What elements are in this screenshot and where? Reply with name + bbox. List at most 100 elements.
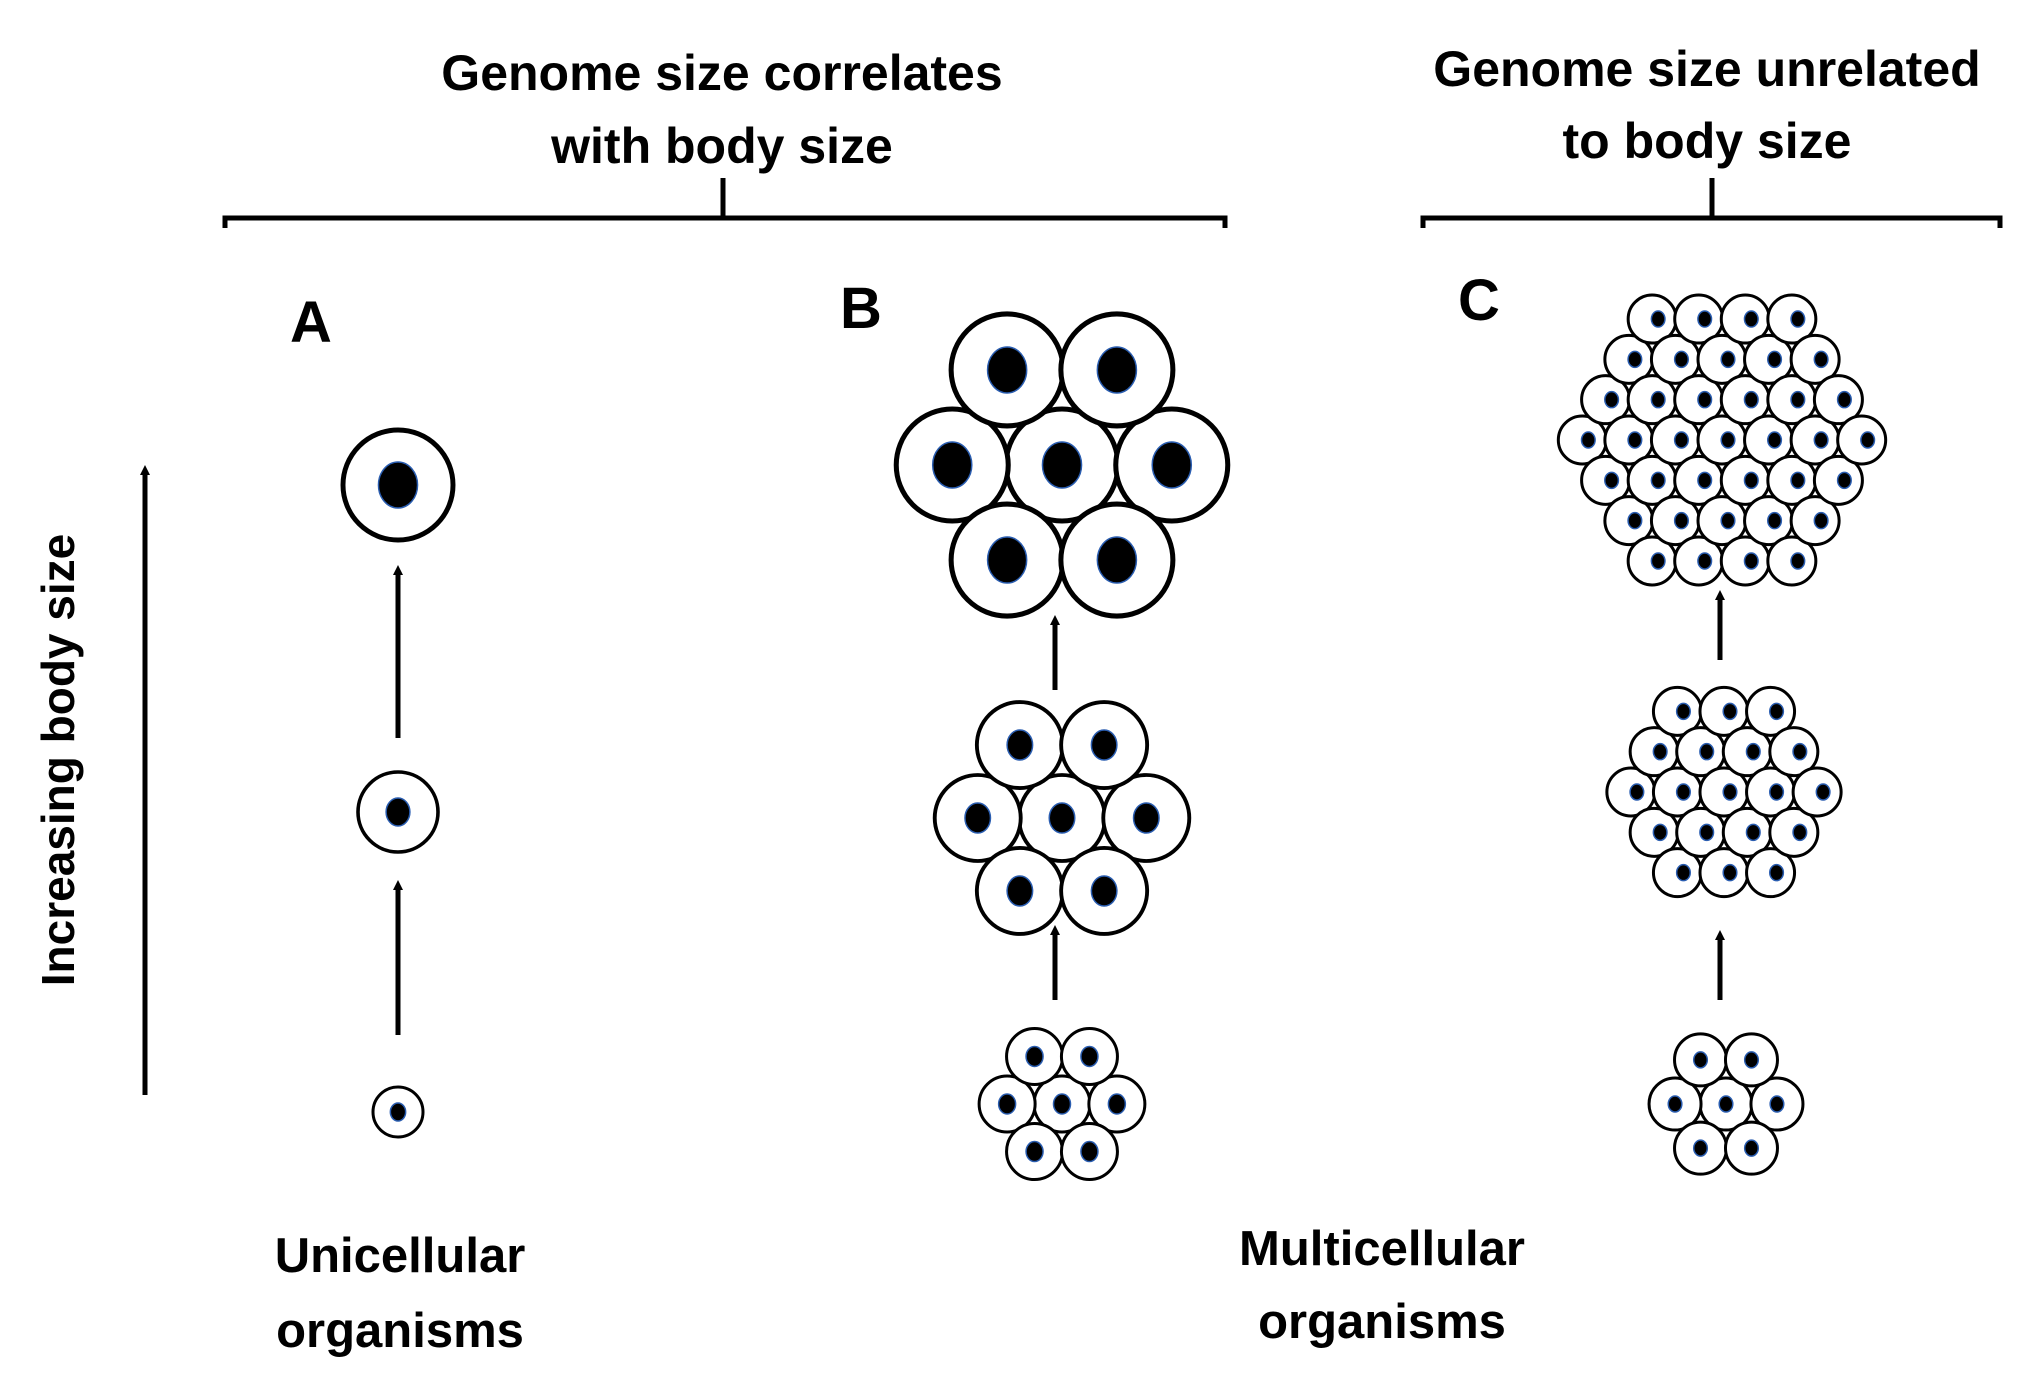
cell-nucleus bbox=[1080, 1140, 1099, 1163]
header-unrelated-line2: to body size bbox=[1563, 113, 1852, 169]
cluster-c-large-cell bbox=[1789, 333, 1841, 385]
cluster-b-medium-cell bbox=[974, 846, 1065, 936]
cell-nucleus bbox=[1041, 441, 1083, 489]
cell-nucleus bbox=[1096, 536, 1138, 584]
axis-label: Increasing body size bbox=[32, 534, 84, 986]
cluster-c-large-cell bbox=[1812, 374, 1864, 426]
cluster-b-small-cell bbox=[1005, 1026, 1065, 1086]
cell-nucleus bbox=[1745, 742, 1761, 761]
cluster-c-medium-cell bbox=[1745, 685, 1797, 737]
header-correlates-line1: Genome size correlates bbox=[441, 45, 1002, 101]
panel-a-cells bbox=[340, 427, 456, 1139]
cell-nucleus bbox=[1697, 471, 1713, 490]
cell-nucleus bbox=[997, 1093, 1017, 1115]
cluster-c-large-cell bbox=[1626, 454, 1678, 506]
cell-nucleus bbox=[1604, 390, 1620, 409]
cluster-c-large-cell bbox=[1649, 495, 1701, 547]
cluster-b-large-cell bbox=[1113, 406, 1231, 524]
cell-nucleus bbox=[1860, 431, 1876, 449]
cell-nucleus bbox=[1790, 390, 1806, 409]
header-unrelated-line1: Genome size unrelated bbox=[1433, 41, 1980, 97]
cluster-c-large-cell bbox=[1580, 454, 1632, 506]
footer-unicellular-line2: organisms bbox=[276, 1304, 524, 1358]
cell-nucleus bbox=[1743, 552, 1759, 570]
cell-nucleus bbox=[1718, 1095, 1734, 1113]
cell-nucleus bbox=[1743, 1051, 1760, 1069]
unicell-large bbox=[340, 427, 456, 543]
cell-nucleus bbox=[1627, 431, 1643, 449]
cluster-c-small-cell bbox=[1723, 1032, 1779, 1088]
cell-nucleus bbox=[1697, 390, 1713, 409]
cell-nucleus bbox=[1743, 1139, 1760, 1157]
cell-nucleus bbox=[1025, 1140, 1044, 1163]
cell-nucleus bbox=[1107, 1093, 1127, 1115]
cell-nucleus bbox=[1836, 471, 1852, 490]
cluster-c-large-cell bbox=[1649, 414, 1701, 466]
footer-unicellular-line1: Unicellular bbox=[275, 1229, 526, 1283]
cluster-c-large-cell bbox=[1556, 414, 1608, 466]
cluster-c-medium-cell bbox=[1768, 726, 1820, 778]
cluster-b-small-cell bbox=[977, 1074, 1037, 1134]
cluster-c-large-cell bbox=[1719, 374, 1771, 426]
cluster-c-large-cell bbox=[1836, 414, 1888, 466]
cell-nucleus bbox=[1697, 310, 1713, 328]
progression-arrows bbox=[393, 565, 1725, 1035]
cluster-b-large-cell bbox=[948, 501, 1066, 619]
cluster-c-small-cell bbox=[1749, 1076, 1805, 1132]
cell-nucleus bbox=[1813, 350, 1829, 369]
cell-nucleus bbox=[1675, 863, 1691, 882]
cluster-b-large-cell bbox=[948, 311, 1066, 429]
cell-nucleus bbox=[1720, 511, 1736, 530]
cluster-b-medium-cell bbox=[1059, 846, 1150, 936]
cell-nucleus bbox=[1836, 390, 1852, 409]
cell-nucleus bbox=[1650, 471, 1666, 490]
panel-label-c: C bbox=[1458, 268, 1500, 333]
cluster-c-large-cell bbox=[1766, 535, 1818, 587]
cell-nucleus bbox=[1090, 875, 1118, 907]
cell-nucleus bbox=[1650, 390, 1666, 409]
cell-nucleus bbox=[1652, 742, 1668, 761]
cell-nucleus bbox=[1699, 742, 1715, 761]
cluster-c-large-cell bbox=[1673, 374, 1725, 426]
cell-nucleus bbox=[1580, 431, 1596, 449]
cell-nucleus bbox=[1790, 310, 1806, 328]
cluster-c-large-cell bbox=[1673, 535, 1725, 587]
cluster-c-medium-cell bbox=[1651, 847, 1703, 899]
cluster-c-large-cell bbox=[1626, 293, 1678, 345]
cell-nucleus bbox=[1627, 511, 1643, 530]
cluster-c-small-cell bbox=[1647, 1076, 1703, 1132]
cluster-c-large-cell bbox=[1719, 535, 1771, 587]
cell-nucleus bbox=[377, 461, 419, 509]
bracket-unrelated bbox=[1420, 178, 2003, 228]
cell-nucleus bbox=[1052, 1093, 1072, 1115]
cluster-c-medium-cell bbox=[1651, 685, 1703, 737]
cell-nucleus bbox=[1769, 863, 1785, 882]
cluster-b-medium-cell bbox=[932, 773, 1023, 863]
cluster-b-medium-cell bbox=[974, 700, 1065, 790]
cell-nucleus bbox=[1743, 390, 1759, 409]
cluster-c-large-cell bbox=[1812, 454, 1864, 506]
cell-nucleus bbox=[1673, 511, 1689, 530]
cluster-c-small-cell bbox=[1673, 1032, 1729, 1088]
cluster-b-large-cell bbox=[1058, 311, 1176, 429]
cluster-c-medium-cell bbox=[1651, 766, 1703, 818]
cell-nucleus bbox=[1790, 552, 1806, 570]
cell-nucleus bbox=[1675, 783, 1691, 801]
cell-nucleus bbox=[1815, 783, 1831, 801]
cell-nucleus bbox=[1132, 802, 1160, 834]
cell-nucleus bbox=[1767, 350, 1783, 369]
panel-b-cells bbox=[893, 311, 1231, 1182]
cell-nucleus bbox=[1673, 431, 1689, 449]
unicell-small bbox=[371, 1085, 425, 1139]
footer-multicellular-line2: organisms bbox=[1258, 1295, 1506, 1349]
footer-multicellular-line1: Multicellular bbox=[1239, 1222, 1525, 1276]
cell-nucleus bbox=[1675, 702, 1691, 721]
cluster-c-medium-cell bbox=[1698, 766, 1750, 818]
cell-nucleus bbox=[1720, 431, 1736, 449]
cluster-b-small-cell bbox=[1059, 1026, 1119, 1086]
cell-nucleus bbox=[1692, 1139, 1709, 1157]
cell-nucleus bbox=[1743, 471, 1759, 490]
bracket-correlates bbox=[222, 178, 1228, 228]
cluster-c-medium-cell bbox=[1791, 766, 1843, 818]
cluster-c-small-cell bbox=[1723, 1120, 1779, 1176]
